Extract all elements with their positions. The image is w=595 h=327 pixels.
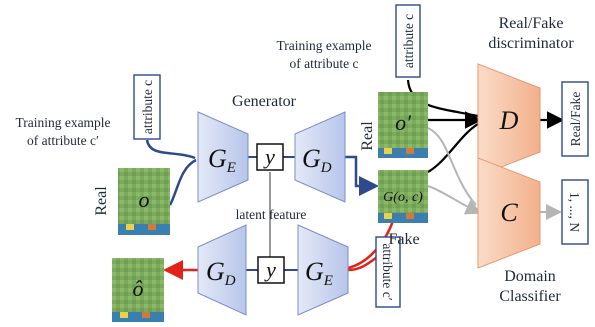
svg-text:1, ..., N: 1, ..., N xyxy=(567,192,582,232)
generated-to-classifier-gray xyxy=(427,185,482,215)
encoder-top: GE xyxy=(197,111,249,203)
classifier-block: C xyxy=(477,157,541,269)
real-label-left: Real xyxy=(93,186,110,216)
svg-text:GE: GE xyxy=(208,144,236,176)
real-o-prime-to-classifier-gray xyxy=(427,127,477,206)
decoder-top: GD xyxy=(294,111,346,203)
fake-label: Fake xyxy=(388,231,419,248)
real-image-o-prime: o′ xyxy=(378,92,428,158)
svg-text:y: y xyxy=(263,144,275,169)
svg-text:attribute c: attribute c xyxy=(140,80,155,134)
output-real-fake-box: Real/Fake xyxy=(561,81,589,157)
discriminator-title-line1: Real/Fake xyxy=(499,15,564,32)
svg-text:attribute c′: attribute c′ xyxy=(380,243,395,300)
input-image-o: o xyxy=(118,168,170,235)
discriminator-title-line2: discriminator xyxy=(488,35,574,52)
generator-title: Generator xyxy=(232,93,297,110)
encoder-bottom: GE xyxy=(297,224,349,316)
training-example-left-line2: of attribute c′ xyxy=(27,133,99,148)
output-classes-box: 1, ..., N xyxy=(561,179,589,245)
training-example-left-line1: Training example xyxy=(15,115,110,130)
attr-c-to-encoder-line xyxy=(145,139,196,160)
svg-text:ô: ô xyxy=(133,276,144,301)
svg-text:Real/Fake: Real/Fake xyxy=(568,92,583,147)
svg-text:attribute c: attribute c xyxy=(401,14,416,68)
svg-text:D: D xyxy=(499,106,519,135)
svg-text:GD: GD xyxy=(302,144,332,176)
svg-text:GE: GE xyxy=(305,257,333,289)
generated-image: G(o, c) xyxy=(378,170,428,223)
attribute-c-prime-box: attribute c′ xyxy=(375,236,401,308)
svg-text:y: y xyxy=(264,257,276,282)
decoder-to-generated-arrow xyxy=(345,155,379,196)
training-example-top-line2: of attribute c xyxy=(290,56,359,71)
latent-box-bottom: y xyxy=(257,256,285,284)
real-label-mid: Real xyxy=(359,121,376,151)
svg-text:o: o xyxy=(139,187,150,212)
attribute-c-box-left: attribute c xyxy=(133,74,161,140)
svg-text:G(o, c): G(o, c) xyxy=(383,190,423,205)
attribute-c-box-top: attribute c xyxy=(395,4,421,78)
generated-to-discriminator-line xyxy=(427,123,479,173)
classifier-title-line1: Domain xyxy=(504,268,556,285)
latent-box-top: y xyxy=(256,143,284,171)
svg-text:C: C xyxy=(500,198,518,227)
classifier-title-line2: Classifier xyxy=(499,288,561,305)
svg-text:o′: o′ xyxy=(395,110,412,135)
training-example-top-line1: Training example xyxy=(276,38,371,53)
image-o-to-encoder-line xyxy=(168,158,197,206)
latent-feature-label: latent feature xyxy=(236,207,307,222)
svg-text:GD: GD xyxy=(206,257,236,289)
reconstructed-image-o-hat: ô xyxy=(112,258,164,322)
decoder-bottom: GD xyxy=(197,224,247,316)
discriminator-block: D xyxy=(477,63,541,177)
